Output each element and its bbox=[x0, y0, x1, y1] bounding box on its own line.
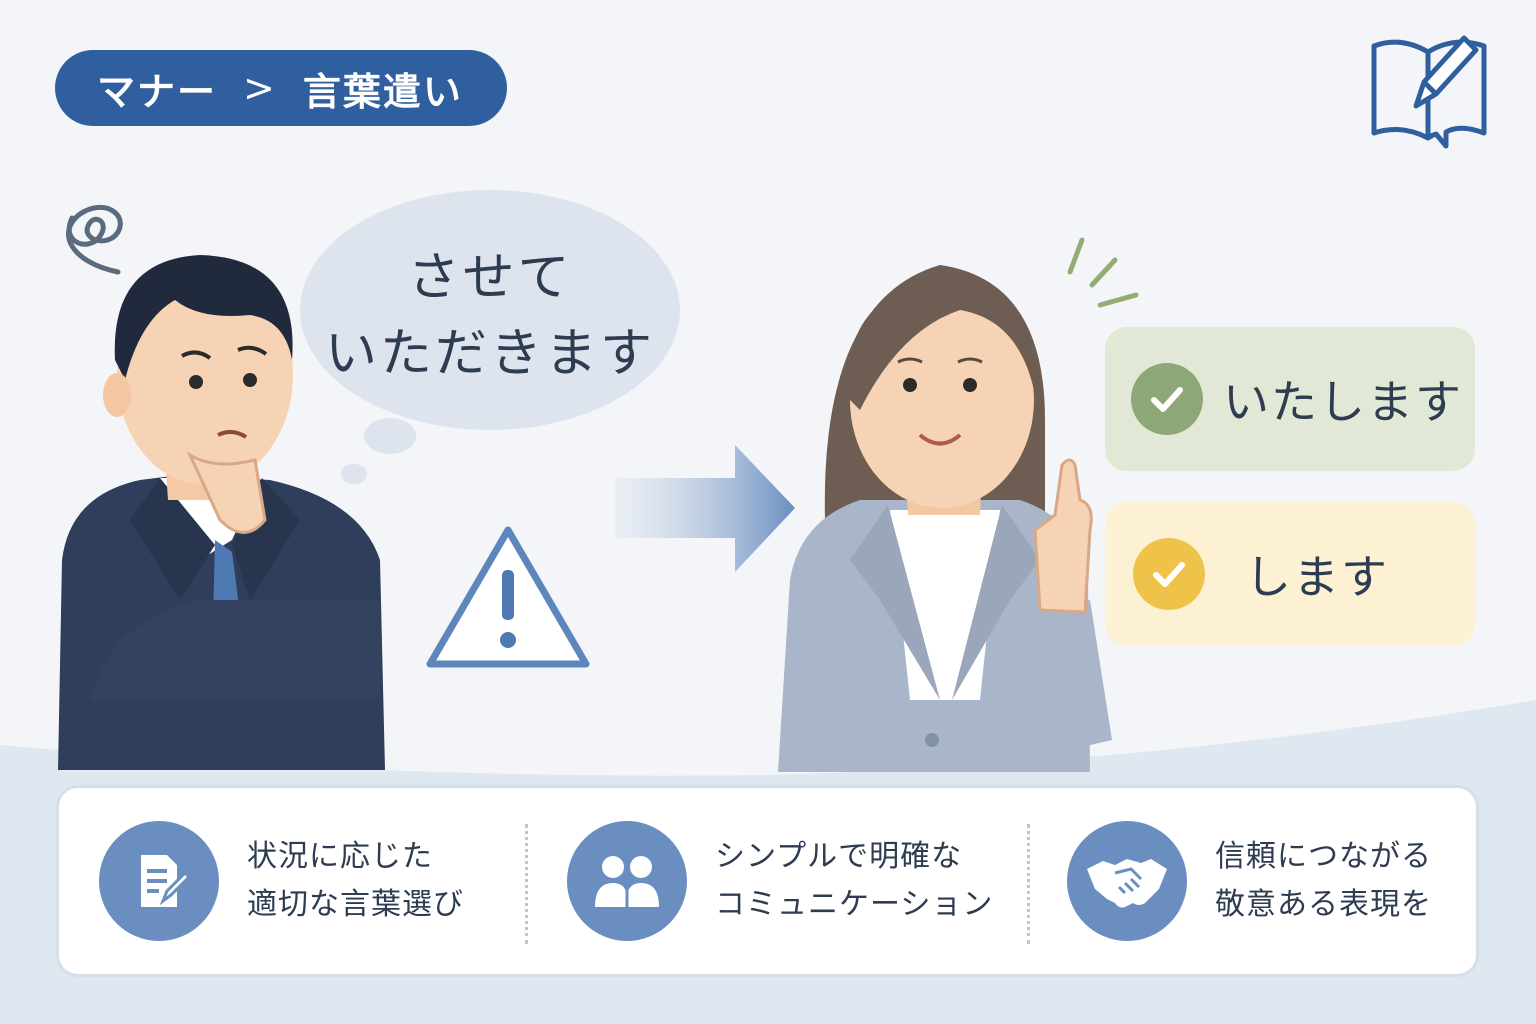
option-recommended: いたします bbox=[1105, 327, 1475, 471]
arrow-right-icon bbox=[615, 445, 795, 572]
tip-text: 信頼につながる 敬意ある表現を bbox=[1215, 833, 1432, 929]
speech-line-2: いただきます bbox=[324, 324, 655, 384]
confident-woman-figure bbox=[778, 265, 1112, 772]
warning-icon bbox=[426, 526, 590, 668]
option-acceptable: します bbox=[1105, 502, 1475, 646]
tip-text: 状況に応じた 適切な言葉選び bbox=[247, 833, 464, 929]
handshake-icon bbox=[1067, 821, 1187, 941]
confusion-swirl-icon bbox=[66, 205, 123, 275]
tip-line-1: 状況に応じた bbox=[247, 839, 433, 874]
tip-line-2: 適切な言葉選び bbox=[247, 887, 464, 922]
breadcrumb-section[interactable]: マナー bbox=[97, 69, 218, 114]
speech-line-1: させて bbox=[407, 248, 573, 308]
tips-panel: 状況に応じた 適切な言葉選び シンプルで明確な コミュニケーション bbox=[56, 785, 1479, 977]
tip-word-choice: 状況に応じた 適切な言葉選び bbox=[99, 788, 464, 974]
tip-communication: シンプルで明確な コミュニケーション bbox=[567, 788, 993, 974]
check-icon bbox=[1131, 363, 1203, 435]
breadcrumb-current: 言葉遣い bbox=[302, 69, 463, 114]
speech-bubble-text: させて いただきます bbox=[300, 240, 680, 392]
confused-man-figure bbox=[58, 255, 385, 770]
tip-line-1: 信頼につながる bbox=[1215, 839, 1432, 874]
speech-bubble bbox=[300, 190, 680, 484]
tip-line-1: シンプルで明確な bbox=[715, 839, 963, 874]
option-label: します bbox=[1245, 550, 1389, 604]
book-pen-icon bbox=[1371, 35, 1487, 149]
divider bbox=[1027, 824, 1030, 944]
check-icon bbox=[1133, 538, 1205, 610]
breadcrumb[interactable]: マナー > 言葉遣い bbox=[55, 50, 507, 126]
two-people-icon bbox=[567, 821, 687, 941]
tip-respect: 信頼につながる 敬意ある表現を bbox=[1067, 788, 1432, 974]
option-label: いたします bbox=[1223, 375, 1463, 429]
breadcrumb-separator: > bbox=[243, 66, 277, 110]
tip-text: シンプルで明確な コミュニケーション bbox=[715, 833, 993, 929]
divider bbox=[525, 824, 528, 944]
tip-line-2: 敬意ある表現を bbox=[1215, 887, 1432, 922]
tip-line-2: コミュニケーション bbox=[715, 887, 994, 922]
document-pen-icon bbox=[99, 821, 219, 941]
sparkle-icon bbox=[1067, 237, 1139, 308]
